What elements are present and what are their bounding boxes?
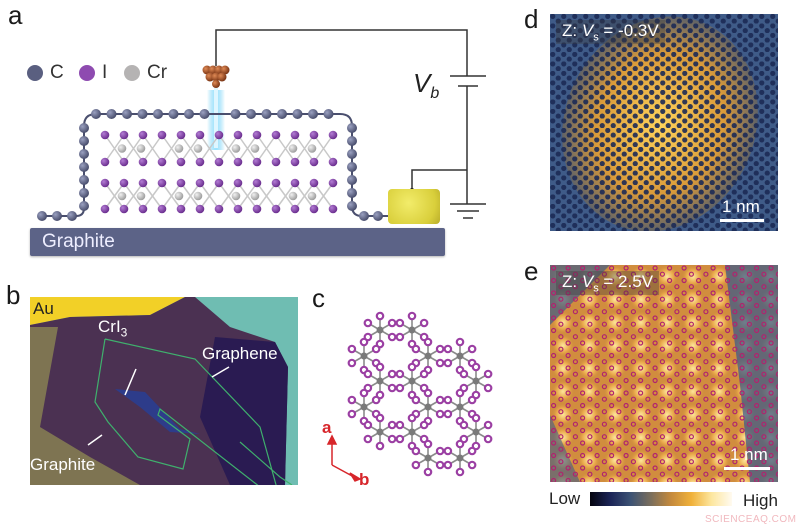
legend-carbon-label: C <box>50 62 64 83</box>
bias-symbol: V <box>413 68 431 98</box>
legend-chromium-label: Cr <box>147 62 168 83</box>
bias-subscript: b <box>430 85 440 103</box>
axis-a-label: a <box>322 418 332 437</box>
stm-image-d: Z: Vs = -0.3V 1 nm <box>550 14 778 231</box>
iodine-atom-icon <box>79 65 95 81</box>
panel-letter-d: d <box>524 4 539 34</box>
device-schematic <box>37 29 486 221</box>
circuit-wires <box>215 29 486 219</box>
label-variable: V <box>581 272 594 291</box>
stm-topography-e <box>550 265 778 482</box>
label-prefix: Z: <box>562 272 582 291</box>
axis-b-label: b <box>359 470 370 489</box>
label-variable: V <box>581 21 594 40</box>
carbon-atom-icon <box>27 65 43 81</box>
stm-topography-d <box>550 14 778 231</box>
panel-letter-a: a <box>8 0 23 30</box>
panel-letter-e: e <box>524 256 539 286</box>
colorbar <box>590 492 732 506</box>
stm-image-e: Z: Vs = 2.5V 1 nm <box>550 265 778 482</box>
graphene-layer <box>38 113 390 217</box>
label-subscript: s <box>593 31 599 44</box>
label-value: = 2.5V <box>598 272 654 291</box>
optical-micrograph: Au CrI3 Graphene Graphite <box>30 297 298 485</box>
stm-label-e: Z: Vs = 2.5V <box>556 271 660 296</box>
cri3-label-subscript: 3 <box>120 325 128 340</box>
bias-voltage-label: Vb <box>413 68 439 103</box>
graphite-substrate: Graphite <box>30 228 445 256</box>
gold-electrode <box>388 189 440 224</box>
cri3-label: CrI3 <box>98 317 127 339</box>
scale-bar-e <box>724 467 770 470</box>
panel-letter-b: b <box>6 280 21 310</box>
graphite-flake-label: Graphite <box>30 455 96 474</box>
scale-bar-label-e: 1 nm <box>730 445 768 464</box>
scale-bar-d <box>720 219 764 222</box>
chromium-atom-icon <box>124 65 140 81</box>
cri3-label-main: CrI <box>98 317 121 336</box>
colorbar-high-label: High <box>743 491 778 510</box>
label-subscript: s <box>593 282 599 295</box>
label-prefix: Z: <box>562 21 582 40</box>
graphene-label: Graphene <box>202 344 278 363</box>
legend-iodine: I <box>79 62 107 84</box>
lattice-axes-icon <box>326 434 362 482</box>
graphite-label: Graphite <box>42 231 115 252</box>
colorbar-low-label: Low <box>549 489 581 508</box>
panel-letter-c: c <box>312 283 325 313</box>
legend-chromium: Cr <box>124 62 167 84</box>
label-value: = -0.3V <box>598 21 659 40</box>
scale-bar-label-d: 1 nm <box>722 197 760 216</box>
cri3-lattice <box>326 311 493 482</box>
stm-label-d: Z: Vs = -0.3V <box>556 20 665 45</box>
watermark: SCIENCEAQ.COM <box>705 514 797 525</box>
au-label: Au <box>33 299 54 318</box>
optical-image <box>30 297 298 485</box>
legend-iodine-label: I <box>102 62 108 83</box>
legend-carbon: C <box>27 62 64 84</box>
